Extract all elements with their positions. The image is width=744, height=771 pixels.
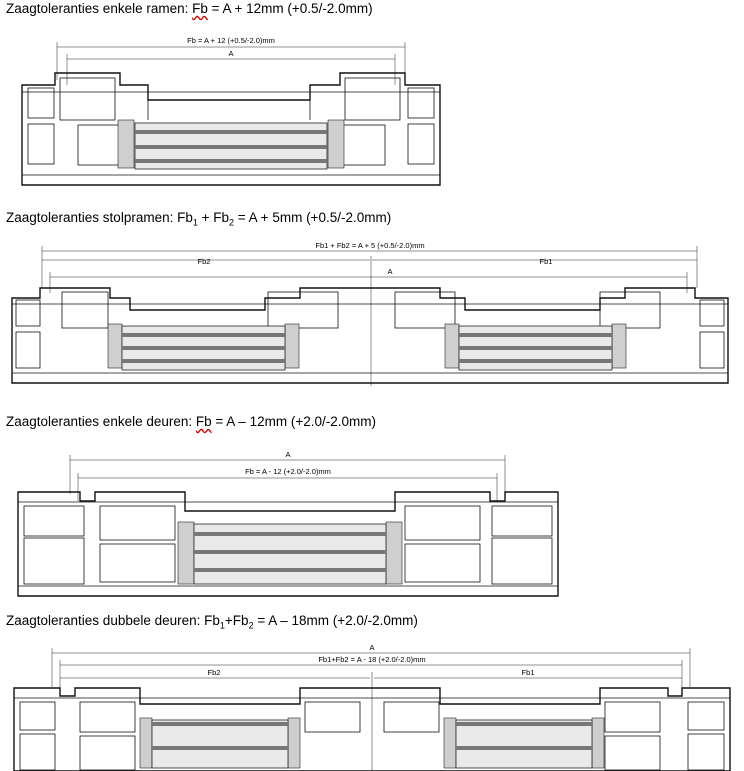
heading-formula: = A + 12mm (+0.5/-2.0mm) <box>207 1 373 16</box>
dim-total-label: Fb = A - 12 (+2.0/-2.0)mm <box>245 467 331 476</box>
drawing-stolpramen: Fb1 + Fb2 = A + 5 (+0.5/-2.0)mm Fb2 Fb1 … <box>11 241 729 386</box>
heading-stolpramen: Zaagtoleranties stolpramen: Fb1 + Fb2 = … <box>6 210 391 228</box>
dimension-lines <box>56 42 406 85</box>
heading-formula: = A + 5mm (+0.5/-2.0mm) <box>234 210 392 225</box>
heading-dubbele-deuren: Zaagtoleranties dubbele deuren: Fb1+Fb2 … <box>6 613 418 631</box>
window-profile-section <box>11 287 729 384</box>
dim-fb2-label: Fb2 <box>208 668 221 677</box>
heading-sub-1: 1 <box>192 217 198 228</box>
dim-a-label: A <box>369 643 374 652</box>
dimension-lines <box>41 246 698 386</box>
dimension-lines <box>69 455 506 501</box>
drawing-enkele-ramen: Fb = A + 12 (+0.5/-2.0)mm A <box>21 36 441 186</box>
heading-plus: + Fb <box>197 210 230 225</box>
heading-fb: Fb <box>192 1 208 16</box>
window-profile-section <box>21 72 441 186</box>
dim-a-label: A <box>387 267 392 276</box>
heading-sub-1: 1 <box>219 620 225 631</box>
dim-fb1-label: Fb1 <box>522 668 535 677</box>
dim-total-label: Fb = A + 12 (+0.5/-2.0)mm <box>187 36 275 45</box>
door-profile-section <box>17 491 559 597</box>
door-profile-section <box>13 687 731 771</box>
dim-fb1-label: Fb1 <box>540 257 553 266</box>
dim-fb2-label: Fb2 <box>198 257 211 266</box>
dim-total-label: Fb1+Fb2 = A - 18 (+2.0/-2.0)mm <box>318 655 425 664</box>
heading-enkele-ramen: Zaagtoleranties enkele ramen: Fb = A + 1… <box>6 1 373 16</box>
heading-sub-2: 2 <box>248 620 254 631</box>
heading-formula: = A – 18mm (+2.0/-2.0mm) <box>253 613 418 628</box>
heading-sub-2: 2 <box>229 217 235 228</box>
heading-text: Zaagtoleranties dubbele deuren: Fb <box>6 613 220 628</box>
heading-text: Zaagtoleranties enkele ramen: <box>6 1 193 16</box>
dim-total-label: Fb1 + Fb2 = A + 5 (+0.5/-2.0)mm <box>315 241 424 250</box>
heading-enkele-deuren: Zaagtoleranties enkele deuren: Fb = A – … <box>6 414 376 429</box>
drawing-dubbele-deuren: A Fb1+Fb2 = A - 18 (+2.0/-2.0)mm Fb2 Fb1 <box>13 643 731 771</box>
heading-fb: Fb <box>195 414 212 429</box>
heading-text: Zaagtoleranties enkele deuren: <box>6 414 196 429</box>
heading-text: Zaagtoleranties stolpramen: Fb <box>6 210 193 225</box>
dimension-lines <box>51 648 691 771</box>
dim-a-label: A <box>285 450 290 459</box>
dim-a-label: A <box>228 49 233 58</box>
heading-plus: +Fb <box>224 613 249 628</box>
drawing-enkele-deuren: A Fb = A - 12 (+2.0/-2.0)mm <box>17 450 559 597</box>
heading-formula: = A – 12mm (+2.0/-2.0mm) <box>211 414 376 429</box>
